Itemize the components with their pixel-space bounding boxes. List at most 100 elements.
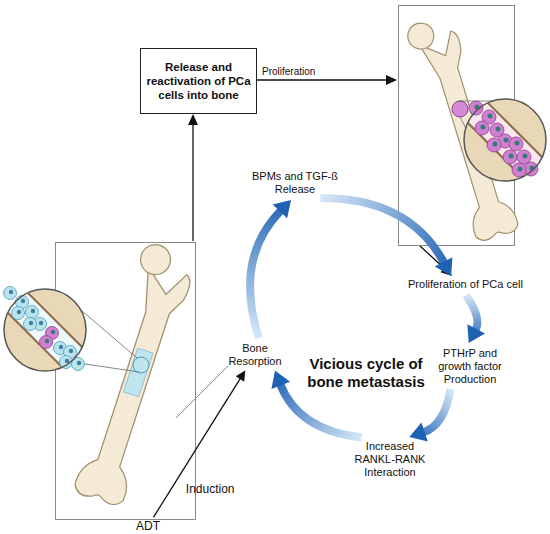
cycle-arrow: [250, 200, 291, 338]
cell-nucleus: [21, 299, 25, 303]
cell-nucleus: [65, 359, 69, 363]
cancer-cell: [517, 150, 531, 164]
cycle-arrow: [466, 295, 485, 343]
dormant-cell: [4, 287, 17, 300]
arrow-head: [271, 370, 290, 389]
cell-nucleus: [51, 330, 55, 334]
arrow-head: [236, 371, 246, 382]
cancer-cell: [509, 137, 523, 151]
induction-line: [153, 378, 240, 517]
flow-arrow: [188, 114, 198, 125]
cell-nucleus: [29, 321, 33, 325]
cancer-cell: [487, 138, 501, 152]
cancer-cell: [40, 327, 59, 349]
magnified-bone: [460, 95, 550, 185]
treatment-label: ADT: [134, 519, 162, 533]
cancer-cell: [512, 163, 526, 177]
leader-line: [176, 366, 228, 418]
flow-arrow: [420, 246, 445, 269]
femur-bone: [123, 348, 153, 397]
edge-label: Induction: [186, 482, 235, 496]
cancer-cell: [40, 336, 53, 349]
femur-bone: [405, 20, 437, 52]
cycle-step: Increased RANKL-RANK Interaction: [350, 440, 430, 479]
dormant-cell: [24, 318, 37, 331]
step-text: Bone Resorption: [226, 342, 284, 368]
magnifier-circle: [464, 99, 546, 181]
cell-nucleus: [509, 154, 514, 159]
cell-nucleus: [31, 309, 35, 313]
cycle-arrow-body: [466, 295, 477, 330]
cell-nucleus: [77, 361, 81, 365]
box-text: Release and reactivation of PCa cells in…: [143, 60, 254, 102]
cycle-arrow: [320, 198, 452, 276]
flow-arrow: [386, 75, 397, 85]
cancer-cell: [475, 121, 489, 135]
magnified-bone: [460, 95, 550, 185]
cell-nucleus: [9, 290, 81, 365]
magnified-bone: [0, 265, 90, 395]
cycle-arrow: [409, 389, 450, 441]
cancer-cell: [469, 101, 483, 115]
femur-bone: [405, 12, 520, 244]
femur-bone: [73, 262, 196, 508]
cell-nucleus: [515, 141, 520, 146]
cycle-arrow-body: [250, 211, 281, 338]
arrow-label: Proliferation: [262, 66, 342, 78]
flow-arrow: [441, 265, 453, 276]
cell-nucleus: [504, 138, 509, 143]
cell-nucleus: [475, 105, 535, 172]
cycle-arrow-body: [320, 198, 444, 263]
cell-nucleus: [481, 125, 486, 130]
magnified-bone: [0, 265, 90, 395]
cell-nucleus: [59, 345, 63, 349]
cell-nucleus: [496, 127, 501, 132]
cell-nucleus: [488, 114, 493, 119]
magnifier-circle: [4, 289, 86, 371]
femur-bone: [137, 241, 175, 279]
step-text: Increased RANKL-RANK Interaction: [350, 440, 430, 479]
image-frame: [56, 243, 196, 520]
cycle-step: BPMs and TGF-ß Release: [245, 170, 345, 196]
step-text: PTHrP and growth factor Production: [430, 347, 510, 386]
cell-nucleus: [45, 339, 49, 343]
step-text: ADT: [134, 519, 162, 533]
magnified-bone: [480, 95, 550, 165]
flow-arrow: [256, 79, 388, 80]
cell-nucleus: [39, 321, 43, 325]
arrow-head: [409, 422, 427, 441]
flow-arrow: [192, 124, 193, 241]
cell-nucleus: [523, 154, 528, 159]
magnified-bone: [460, 115, 530, 185]
arrow-head: [435, 257, 453, 276]
cell-nucleus: [69, 349, 73, 353]
cycle-step: PTHrP and growth factor Production: [430, 347, 510, 386]
cell-nucleus: [9, 290, 13, 294]
step-text: BPMs and TGF-ß Release: [245, 170, 345, 196]
cycle-arrow-body: [424, 389, 451, 432]
induction-arrow: [153, 371, 245, 518]
arrow-head: [467, 324, 485, 343]
cancer-cell: [469, 101, 538, 177]
cycle-step: Proliferation of PCa cell: [403, 278, 528, 291]
cell-nucleus: [518, 167, 523, 172]
tumor-spot: [452, 101, 468, 117]
cycle-title: Vicious cycle of bone metastasis: [291, 355, 441, 391]
dormant-cell: [12, 307, 25, 320]
step-text: Proliferation of PCa cell: [403, 278, 528, 291]
cycle-step: Bone Resorption: [226, 342, 284, 368]
femur-bone: [65, 241, 202, 508]
bone-spot: [133, 357, 149, 373]
magnified-bone: [0, 265, 90, 355]
process-box: Release and reactivation of PCa cells in…: [140, 48, 257, 114]
cancer-cell: [503, 150, 517, 164]
dormant-cell: [26, 306, 39, 319]
arrow-head: [273, 200, 291, 218]
magnified-bone: [460, 95, 550, 185]
cell-nucleus: [493, 142, 498, 147]
cell-nucleus: [17, 310, 21, 314]
magnified-bone: [0, 305, 90, 395]
cycle-arrow-body: [280, 384, 361, 437]
